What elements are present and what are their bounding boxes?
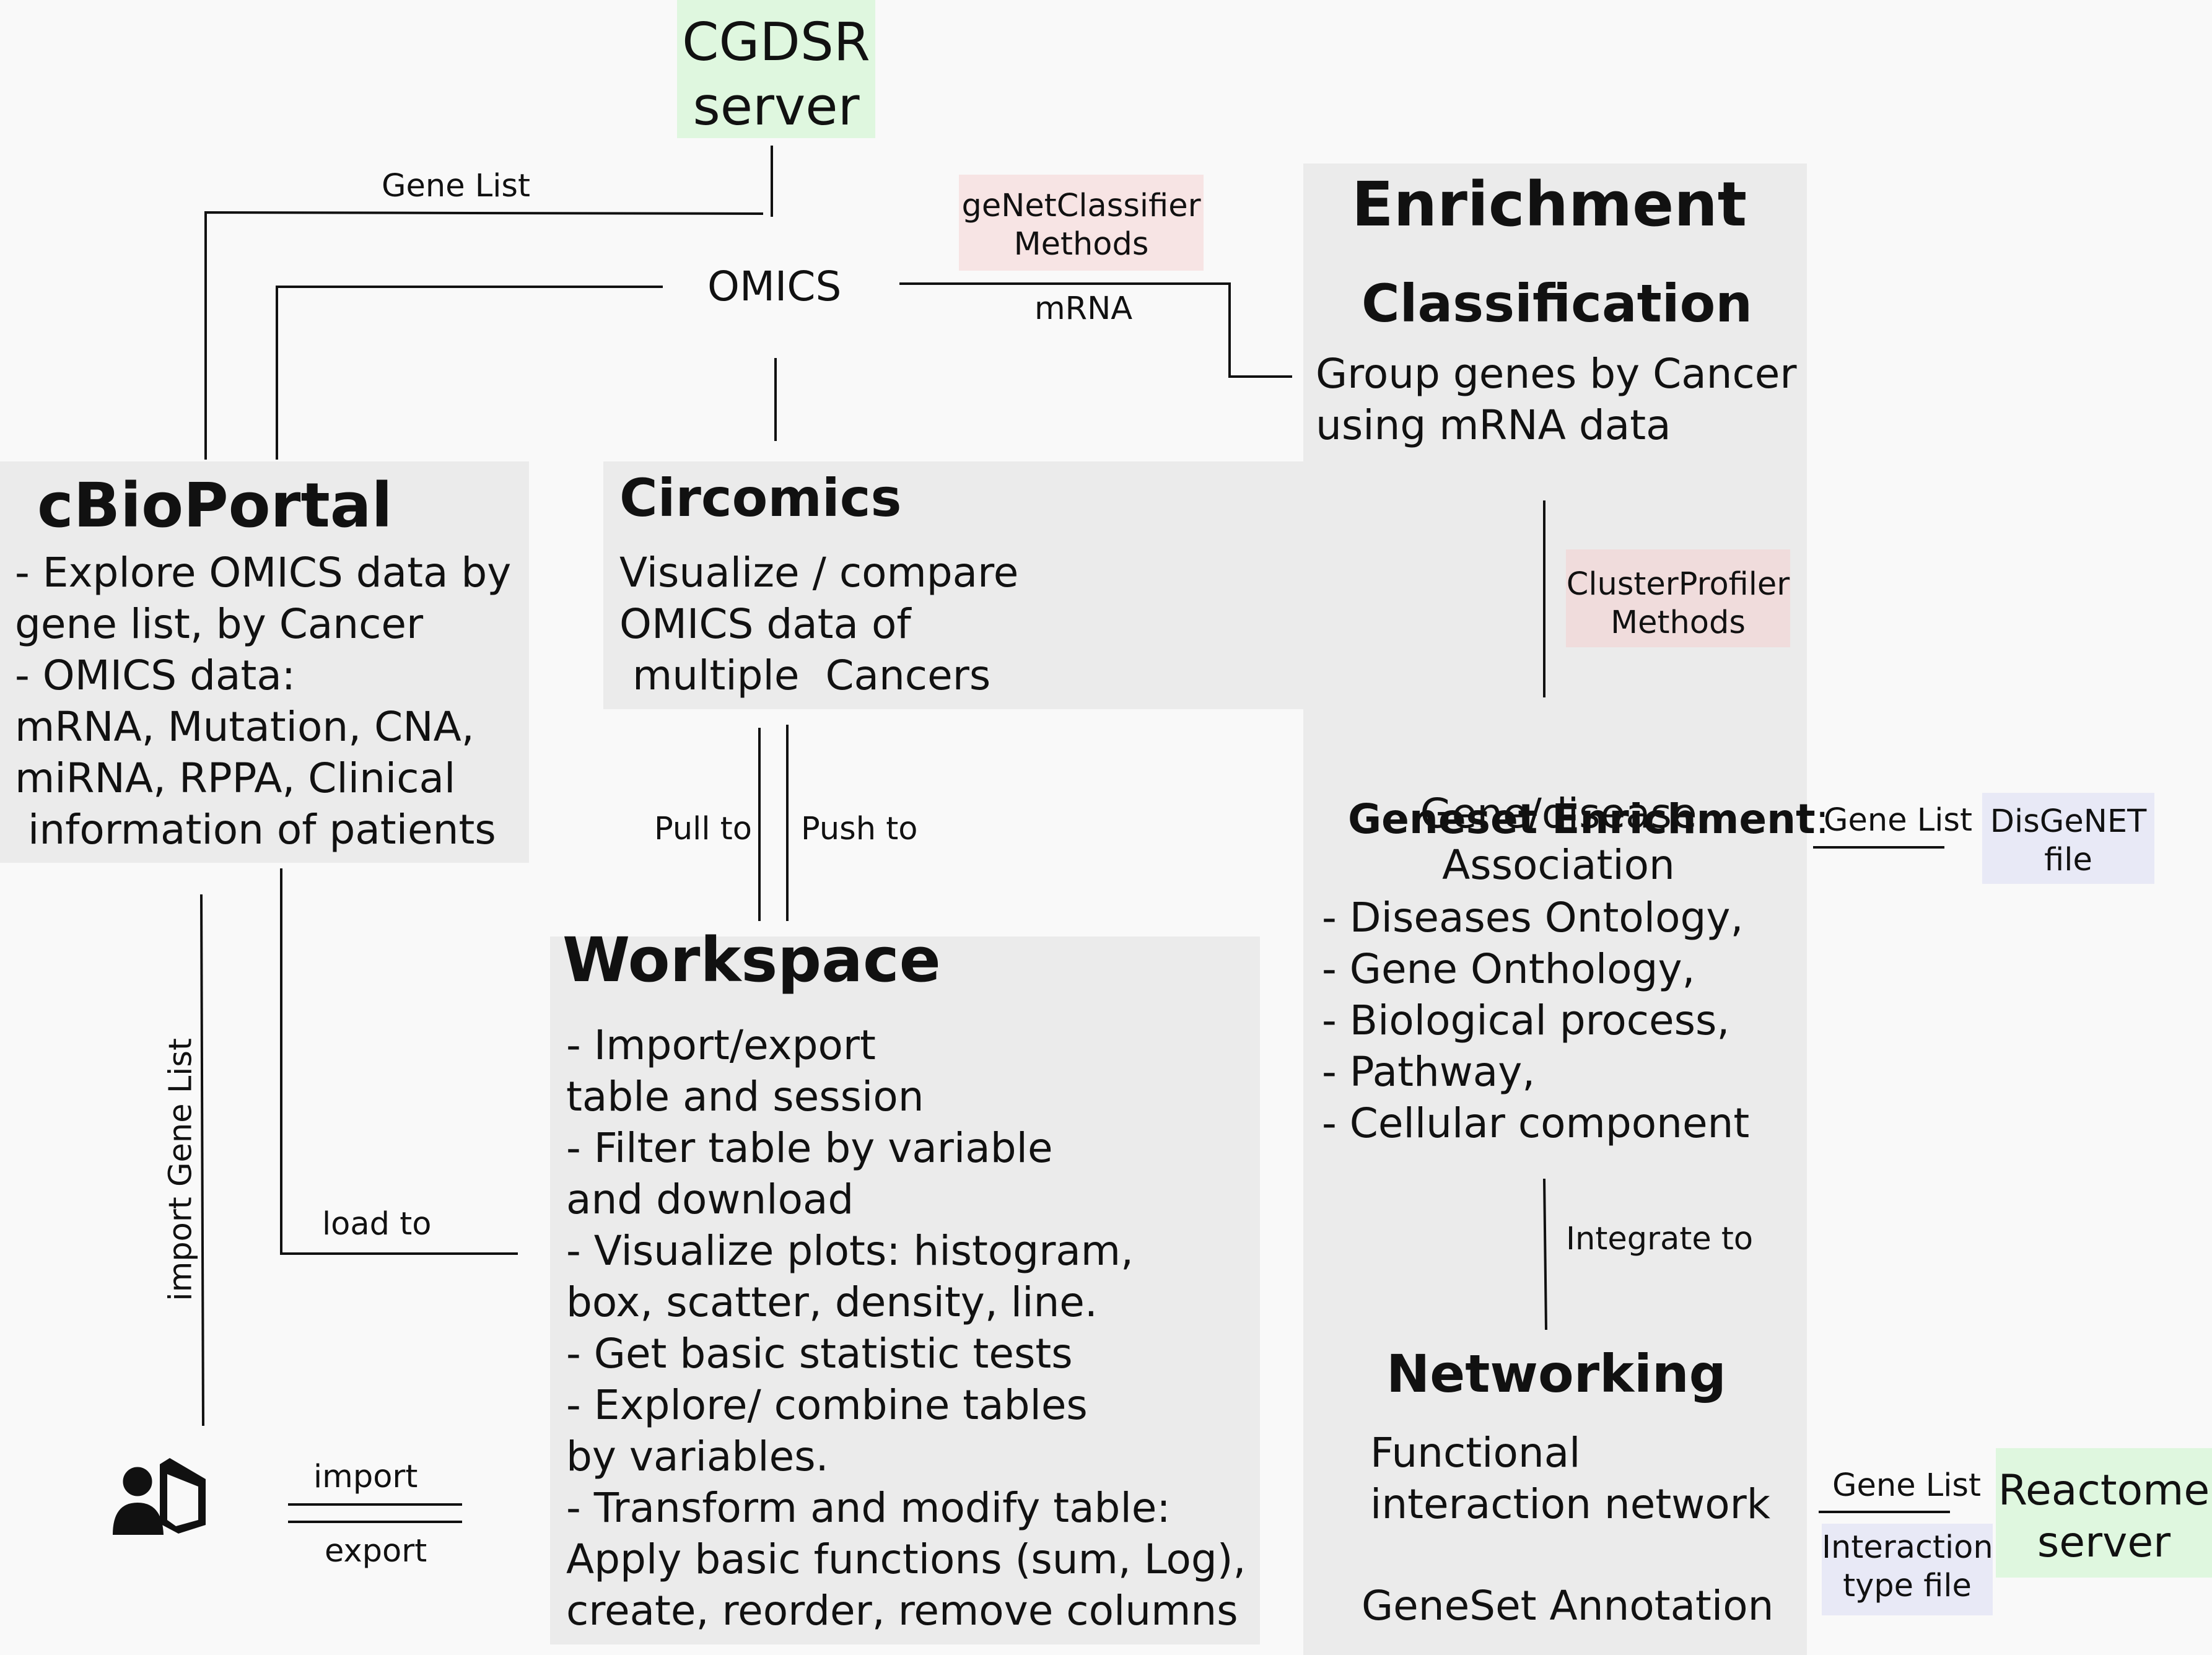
enrichment-title: Enrichment [1352, 169, 1747, 240]
classification-line1: Group genes by Cancer [1316, 350, 1797, 398]
import-gene-list-line [200, 894, 204, 1426]
workspace-line: box, scatter, density, line. [566, 1278, 1098, 1326]
edge-label-gene-list: Gene List [382, 168, 530, 204]
genetclassifier-line2: Methods [1013, 226, 1149, 263]
edge-label-import-gene-list: import Gene List [162, 1038, 199, 1301]
disgenet-line1: DisGeNET [1990, 803, 2147, 840]
interaction-line1: Interaction [1822, 1529, 1993, 1566]
circomics-line: Visualize / compare [619, 549, 1019, 596]
edge-label-import: import [313, 1459, 418, 1495]
integrate-to-line [1543, 1178, 1547, 1330]
disgenet-box [1982, 793, 2154, 884]
cbioportal-box [0, 461, 529, 863]
workspace-box [550, 937, 1260, 1644]
networking-title: Networking [1386, 1343, 1726, 1404]
load-to-line [280, 868, 518, 1255]
cbioportal-line: - Explore OMICS data by [15, 549, 512, 596]
workspace-line: - Import/export [566, 1021, 876, 1069]
workspace-line: create, reorder, remove columns [566, 1587, 1238, 1635]
circomics-box [603, 461, 1303, 709]
cbioportal-line: miRNA, RPPA, Clinical [15, 754, 456, 802]
omics-cbioportal-line [276, 286, 663, 460]
workspace-line: - Filter table by variable [566, 1124, 1053, 1172]
circomics-line: OMICS data of [619, 600, 911, 648]
workspace-line: - Get basic statistic tests [566, 1330, 1073, 1378]
workspace-line: and download [566, 1176, 854, 1223]
clusterprofiler-line2: Methods [1611, 605, 1746, 641]
geneset-title-colon: : [1815, 795, 1829, 844]
workspace-line: Apply basic functions (sum, Log), [566, 1535, 1246, 1583]
workspace-line: - Explore/ combine tables [566, 1381, 1088, 1429]
edge-label-integrate-to: Integrate to [1566, 1221, 1754, 1257]
geneset-line: - Cellular component [1322, 1099, 1750, 1147]
cgdsr-server-box [677, 0, 875, 138]
interaction-line2: type file [1843, 1568, 1972, 1604]
geneset-sub1: Gene/disease [1420, 790, 1697, 837]
clusterprofiler-box [1566, 549, 1790, 647]
classification-line2: using mRNA data [1316, 401, 1671, 449]
clusterprofiler-line1: ClusterProfiler [1566, 566, 1790, 603]
disgenet-line2: file [2044, 842, 2092, 878]
cbioportal-line: information of patients [15, 806, 496, 854]
circomics-line: multiple Cancers [619, 652, 991, 699]
workspace-title: Workspace [562, 925, 941, 996]
genetclassifier-box [959, 175, 1204, 271]
workspace-line: table and session [566, 1073, 924, 1120]
workspace-line: - Visualize plots: histogram, [566, 1227, 1134, 1275]
geneset-line: - Diseases Ontology, [1322, 894, 1744, 941]
user-file-icon [111, 1456, 211, 1539]
geneset-title: Geneset Enrichment: [1322, 746, 1829, 844]
geneset-line: - Biological process, [1322, 997, 1730, 1044]
edge-label-push-to: Push to [801, 811, 918, 847]
interaction-type-file-box [1822, 1524, 1993, 1615]
edge-label-export: export [325, 1533, 427, 1570]
edge-label-pull-to: Pull to [654, 811, 752, 847]
edge-label-disgenet-gene-list: Gene List [1824, 802, 1972, 839]
edge-label-reactome-gene-list: Gene List [1832, 1467, 1981, 1504]
geneset-sub2: Association [1442, 841, 1675, 889]
cbioportal-title: cBioPortal [37, 470, 393, 541]
workspace-line: by variables. [566, 1433, 829, 1480]
edge-label-load-to: load to [322, 1206, 432, 1242]
geneset-line: - Gene Onthology, [1322, 945, 1695, 993]
cbioportal-line: - OMICS data: [15, 652, 296, 699]
mrna-line [899, 282, 1292, 378]
cbioportal-line: gene list, by Cancer [15, 600, 424, 648]
geneset-title-text: Geneset Enrichment [1347, 795, 1816, 844]
circomics-title: Circomics [619, 468, 902, 528]
genetclassifier-line1: geNetClassifier [961, 188, 1201, 224]
geneset-line: - Pathway, [1322, 1048, 1536, 1096]
reactome-line2: server [2037, 1518, 2171, 1567]
cgdsr-line2: server [693, 76, 860, 138]
classification-title: Classification [1362, 273, 1753, 334]
networking-line3: GeneSet Annotation [1362, 1582, 1774, 1630]
gene-list-line [204, 211, 764, 460]
edge-label-mrna: mRNA [1034, 290, 1133, 327]
workspace-line: - Transform and modify table: [566, 1484, 1171, 1532]
omics-label: OMICS [707, 263, 842, 310]
enrichment-panel [1303, 164, 1807, 1655]
networking-line2: interaction network [1370, 1480, 1770, 1528]
reactome-line1: Reactome [1998, 1466, 2210, 1515]
networking-line1: Functional [1370, 1429, 1581, 1477]
cbioportal-line: mRNA, Mutation, CNA, [15, 703, 474, 751]
cgdsr-line1: CGDSR [682, 12, 870, 73]
reactome-server-box [1996, 1448, 2212, 1578]
